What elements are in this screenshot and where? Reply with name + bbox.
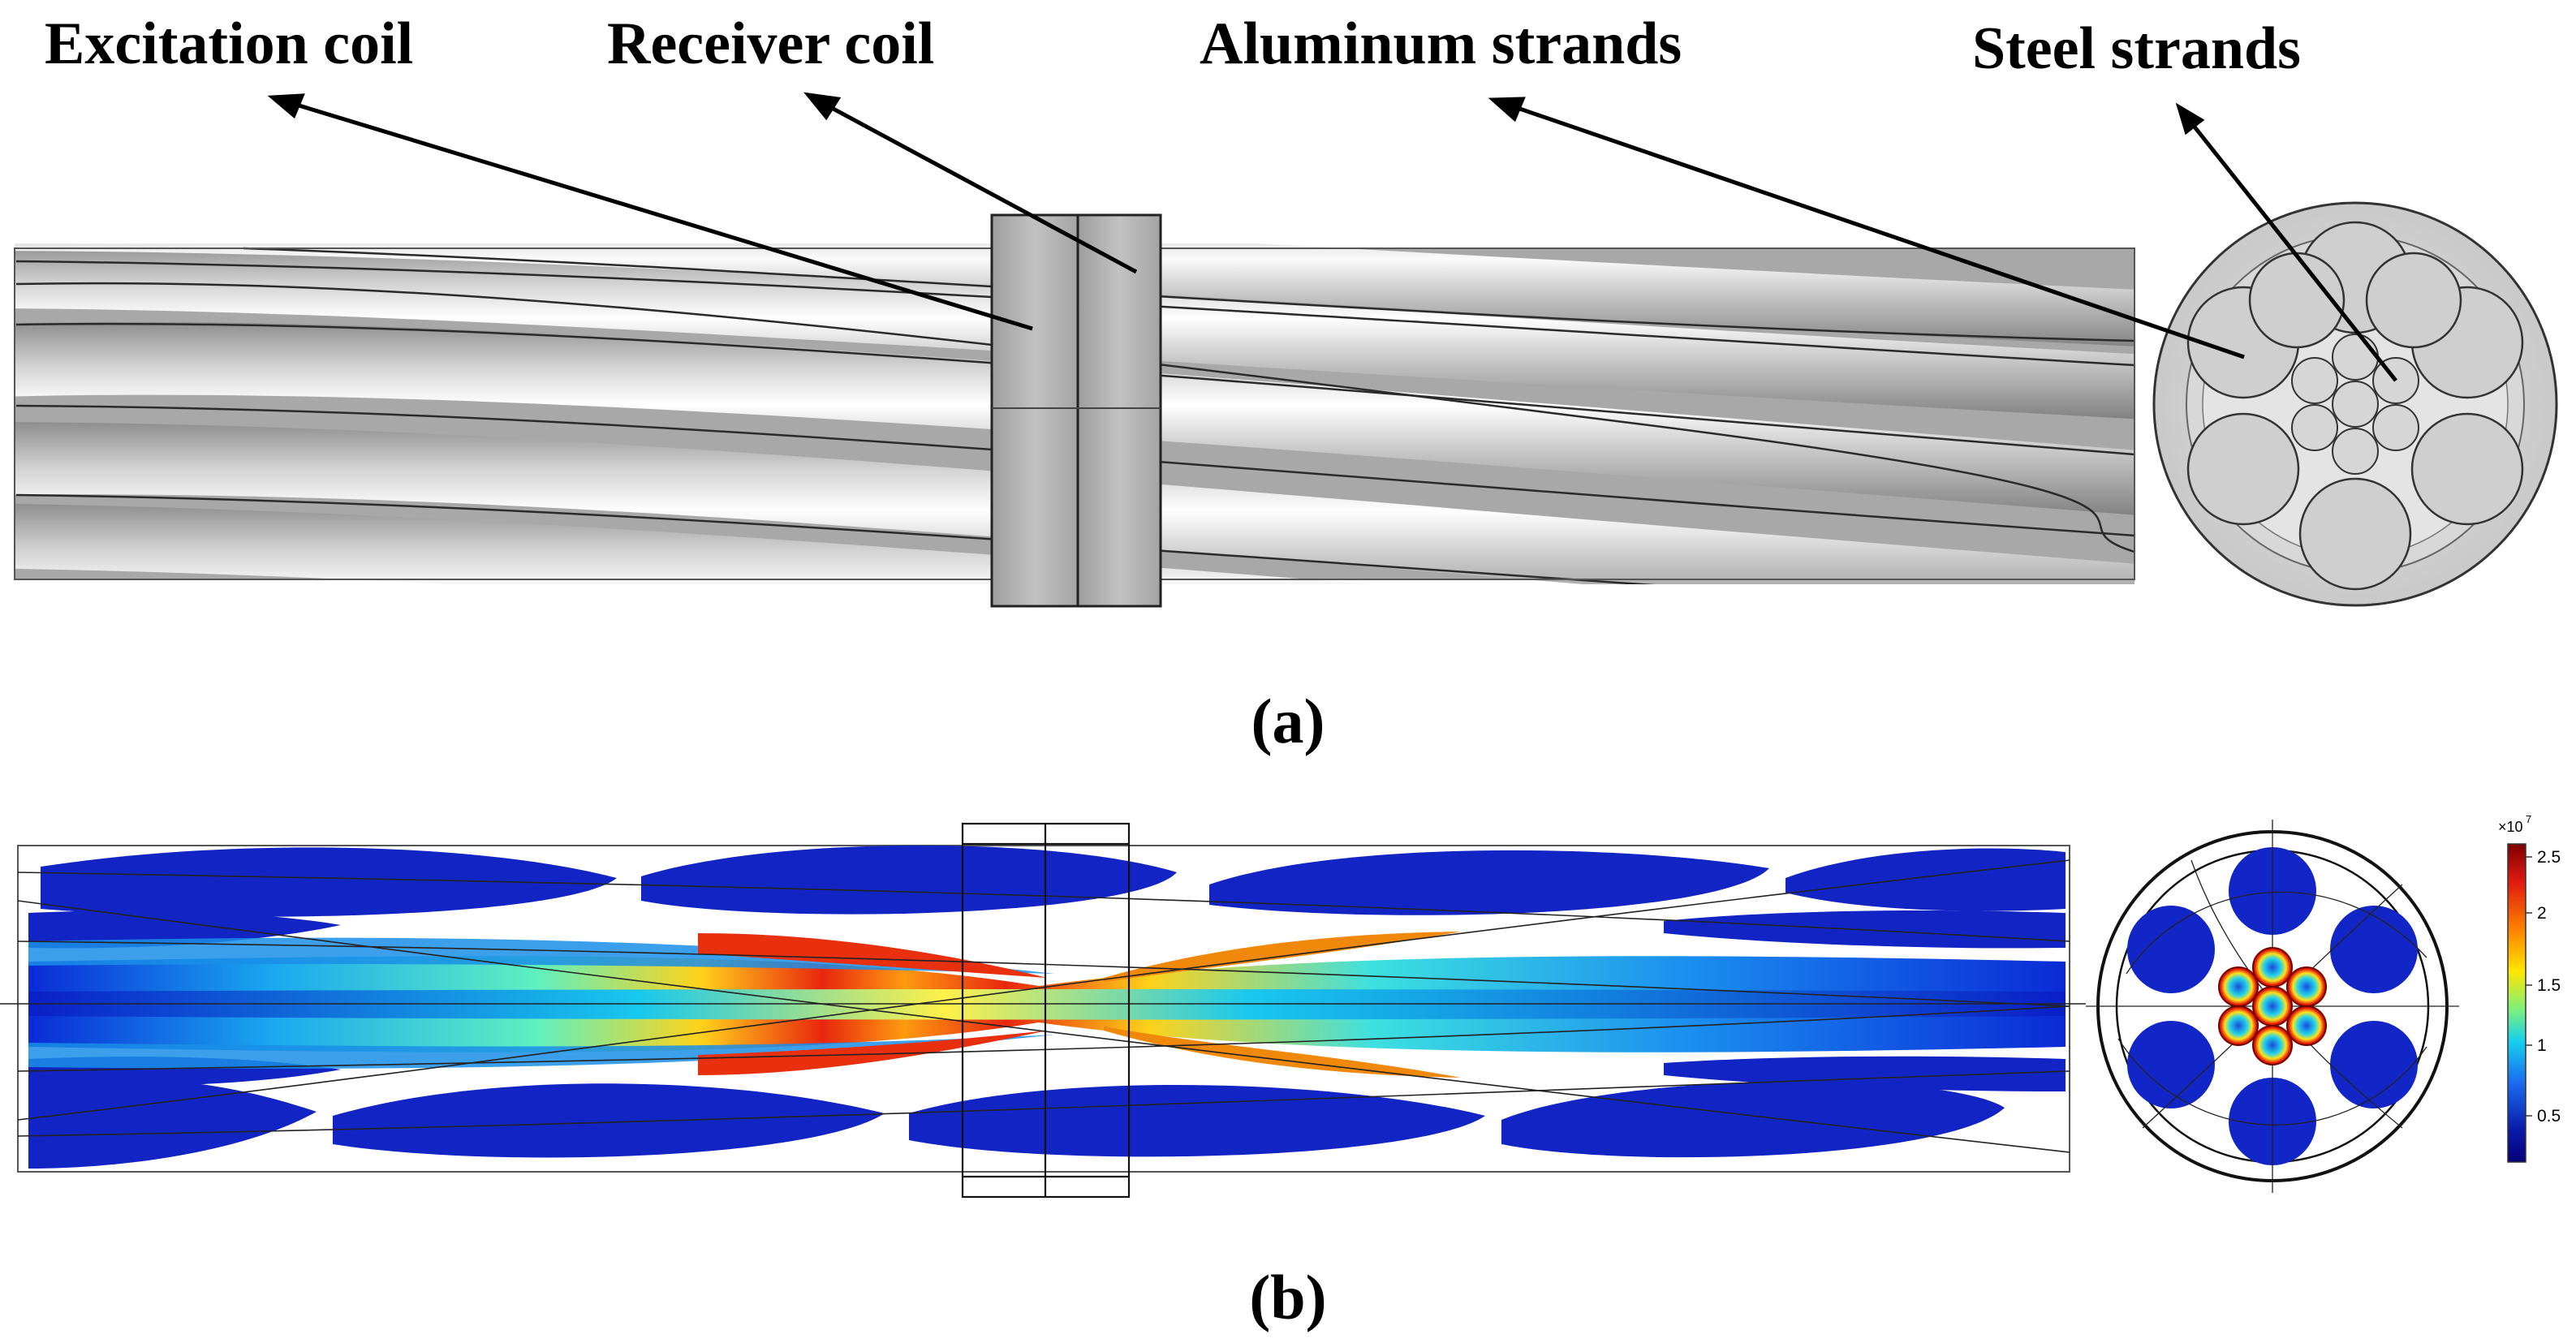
cable-cross-section — [2152, 201, 2558, 607]
aluminum-strand-circles — [2186, 221, 2524, 591]
label-excitation-coil: Excitation coil — [45, 11, 413, 77]
label-receiver-coil: Receiver coil — [607, 11, 934, 77]
coil-outline — [961, 822, 1131, 1199]
steel-strand-circles — [2291, 334, 2419, 475]
aluminum-field-circles — [2127, 847, 2418, 1165]
panel-a: Excitation coil Receiver coil Aluminum s… — [14, 11, 2558, 756]
colorbar: ×10 7 2.5 2 1.5 1 0.5 — [2498, 813, 2561, 1163]
steel-field-circles — [2218, 947, 2327, 1065]
panel-b: ×10 7 2.5 2 1.5 1 0.5 (b) — [0, 813, 2561, 1332]
excitation-coil — [990, 213, 1079, 608]
mesh-lines — [0, 859, 2086, 1153]
field-side-view — [0, 822, 2086, 1199]
caption-a: (a) — [1251, 686, 1325, 756]
colorbar-tick: 2.5 — [2537, 848, 2561, 867]
strand-band — [15, 243, 2134, 347]
colorbar-multiplier: ×10 — [2498, 819, 2523, 835]
field-cross-section — [2086, 820, 2459, 1193]
colorbar-tick: 1.5 — [2537, 976, 2561, 995]
aluminum-field-lenses — [28, 845, 2066, 1169]
colorbar-tick: 0.5 — [2537, 1107, 2561, 1126]
callout-arrows — [267, 92, 2397, 382]
colorbar-exponent: 7 — [2526, 813, 2531, 825]
label-aluminum-strands: Aluminum strands — [1200, 11, 1682, 77]
receiver-coil — [1076, 213, 1162, 608]
label-steel-strands: Steel strands — [1972, 15, 2301, 82]
coil-assembly — [990, 213, 1162, 608]
colorbar-tick: 2 — [2537, 904, 2547, 923]
colorbar-tick: 1 — [2537, 1036, 2547, 1055]
caption-b: (b) — [1249, 1262, 1326, 1332]
